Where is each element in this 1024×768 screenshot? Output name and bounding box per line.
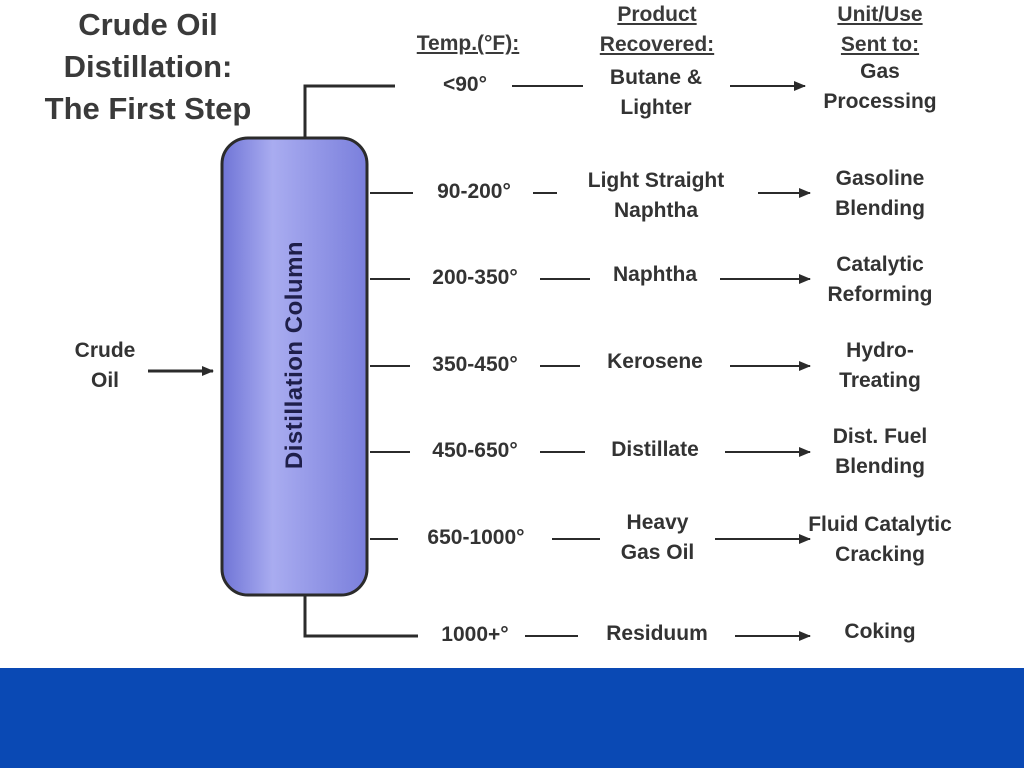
diagram-title: Crude Oil Distillation: The First Step (8, 4, 288, 130)
row-6-product: Heavy Gas Oil (620, 511, 695, 564)
input-label: Crude Oil (74, 339, 136, 392)
row-4-use: Hydro- Treating (839, 339, 921, 392)
footer-band (0, 668, 1024, 768)
row-5-use: Dist. Fuel Blending (832, 425, 928, 478)
row-4-product: Kerosene (607, 350, 703, 373)
row-5-product: Distillate (611, 438, 699, 461)
row-2-temp: 90-200° (437, 180, 511, 203)
row-7-temp: 1000+° (441, 623, 509, 646)
diagram-graphics (148, 81, 811, 641)
row-2-product: Light Straight Naphtha (587, 169, 725, 222)
row-2-use: Gasoline Blending (835, 167, 925, 220)
row-1-use: Gas Processing (823, 60, 937, 113)
product-header: Product Recovered: (599, 3, 715, 56)
row-1-product: Butane & Lighter (609, 66, 703, 119)
row-4-temp: 350-450° (432, 353, 518, 376)
row-3-use: Catalytic Reforming (827, 253, 933, 306)
temp-header: Temp.(°F): (416, 32, 520, 55)
row-7-use: Coking (844, 620, 916, 643)
bottom-pipe (303, 595, 418, 638)
row-6-temp: 650-1000° (427, 526, 525, 549)
distillation-column (220, 136, 369, 597)
row-3-temp: 200-350° (432, 266, 518, 289)
title-line-3: The First Step (44, 91, 252, 126)
title-line-1: Crude Oil (78, 7, 218, 42)
row-6-use: Fluid Catalytic Cracking (808, 513, 952, 566)
row-3-product: Naphtha (613, 263, 697, 286)
unit-header: Unit/Use Sent to: (837, 3, 923, 56)
row-1-temp: <90° (442, 73, 488, 96)
top-pipe (303, 84, 395, 138)
title-line-2: Distillation: (63, 49, 233, 84)
row-7-product: Residuum (606, 622, 708, 645)
row-5-temp: 450-650° (432, 439, 518, 462)
